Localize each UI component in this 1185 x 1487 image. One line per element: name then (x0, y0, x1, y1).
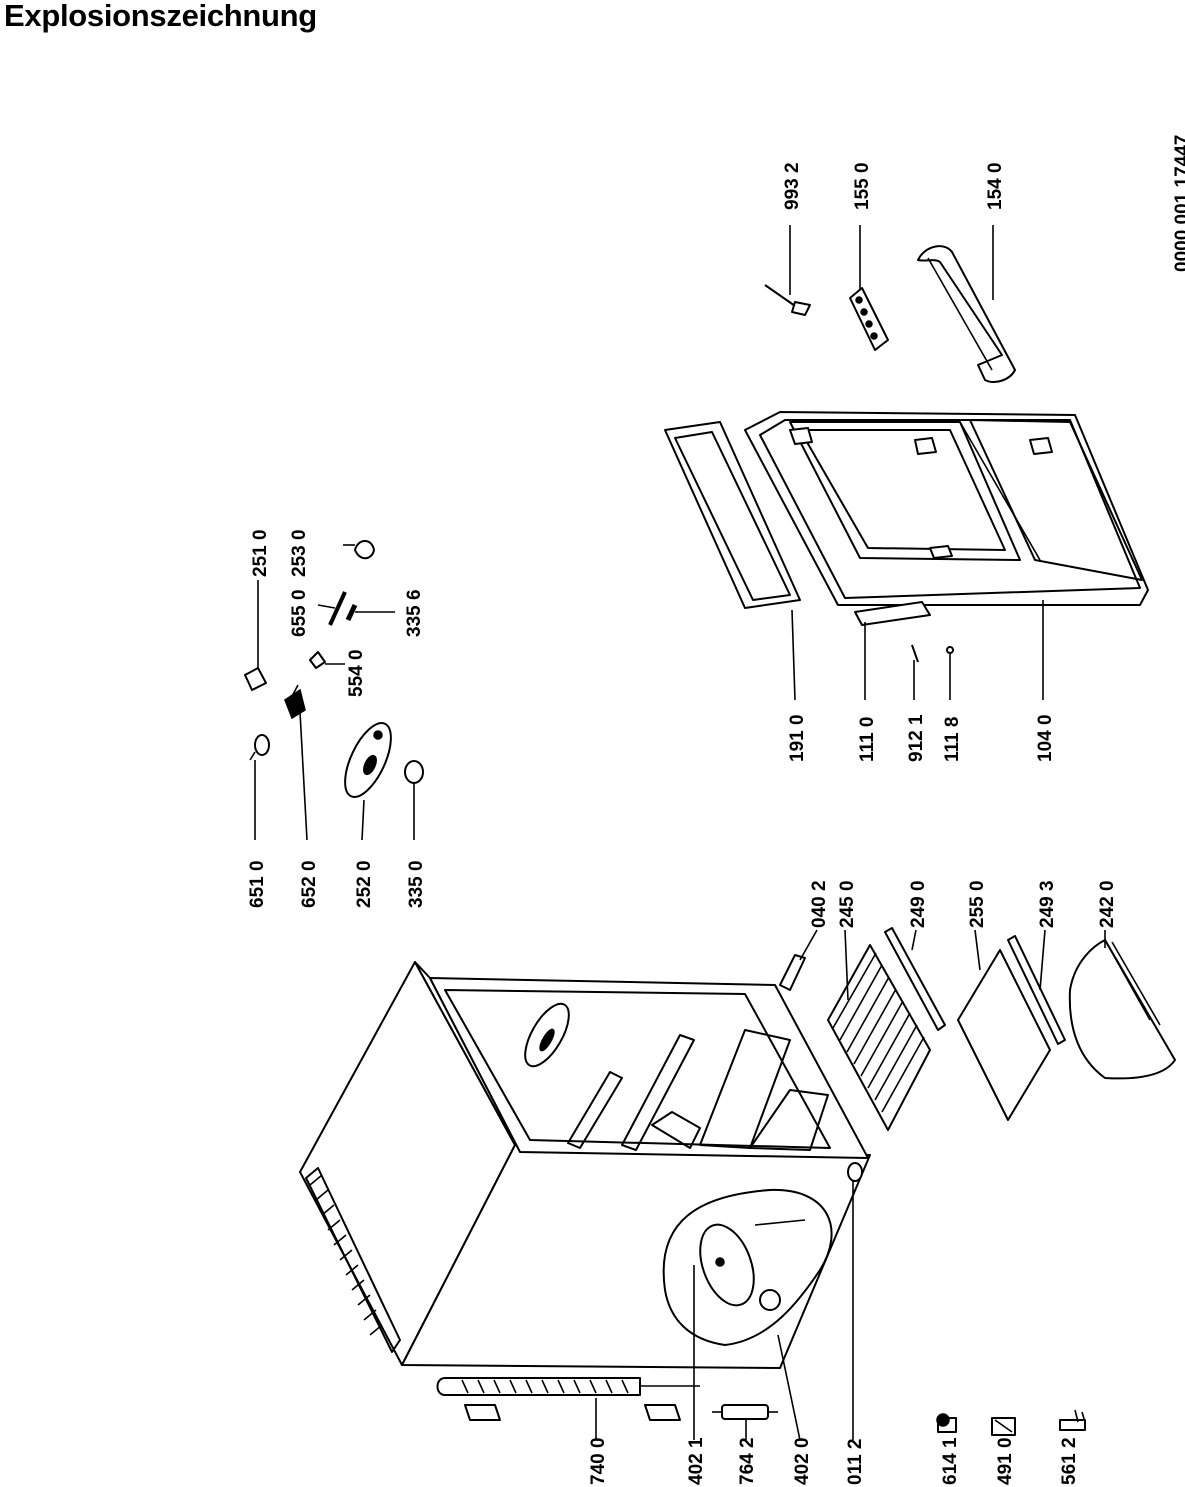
condenser (436, 1377, 700, 1421)
switch-554 (309, 651, 326, 669)
label-249-0: 249 0 (908, 880, 929, 928)
label-154-0: 154 0 (985, 162, 1006, 210)
crisper-drawer (1068, 939, 1176, 1080)
label-491-0: 491 0 (995, 1437, 1016, 1485)
label-104-0: 104 0 (1035, 714, 1056, 762)
door-panel (744, 411, 1149, 606)
label-011-2: 011 2 (845, 1439, 866, 1486)
leader-lines (254, 225, 1106, 1441)
filter-drier (712, 1404, 778, 1420)
label-335-6: 335 6 (404, 589, 425, 637)
lamp-651 (249, 734, 270, 761)
wire-shelf (827, 944, 931, 1131)
shelf-trim-249-0 (884, 927, 946, 1031)
label-251-0: 251 0 (250, 529, 271, 577)
label-253-0: 253 0 (289, 529, 310, 577)
label-335-0: 335 0 (406, 860, 427, 908)
label-191-0: 191 0 (787, 714, 808, 762)
label-912-1: 912 1 (906, 714, 927, 762)
label-652-0: 652 0 (299, 860, 320, 908)
label-402-0: 402 0 (792, 1437, 813, 1485)
screw-912 (911, 644, 919, 663)
label-740-0: 740 0 (588, 1437, 609, 1485)
screw-111-8 (946, 646, 954, 654)
thermostat-655 (328, 591, 347, 626)
door-gasket (664, 421, 801, 609)
label-655-0: 655 0 (289, 589, 310, 637)
cabinet-body (299, 961, 871, 1369)
knob-335-0 (404, 760, 424, 784)
label-111-8: 111 8 (942, 717, 963, 762)
label-614-1: 614 1 (940, 1437, 961, 1485)
label-242-0: 242 0 (1097, 880, 1118, 928)
glass-shelf (957, 949, 1051, 1121)
doc-number: 0000 001 17447 (1172, 135, 1185, 272)
hinge-040 (779, 954, 806, 991)
egg-tray (849, 287, 889, 351)
page-title: Explosionszeichnung (4, 0, 317, 33)
label-554-0: 554 0 (346, 649, 367, 697)
label-764-2: 764 2 (737, 1437, 758, 1485)
spacer-335-6 (345, 603, 358, 622)
handle-111 (854, 601, 931, 626)
label-561-2: 561 2 (1059, 1437, 1080, 1485)
knob-253 (354, 540, 375, 560)
lamp-cover-251 (244, 667, 267, 691)
label-155-0: 155 0 (852, 162, 873, 210)
scraper-993 (764, 284, 811, 316)
shelf-trim-249-3 (1007, 935, 1066, 1045)
relay-614 (936, 1413, 957, 1433)
label-245-0: 245 0 (837, 880, 858, 928)
label-255-0: 255 0 (967, 880, 988, 928)
label-651-0: 651 0 (247, 860, 268, 908)
lamp-socket-652 (284, 684, 306, 720)
label-402-1: 402 1 (686, 1437, 707, 1485)
label-993-2: 993 2 (782, 162, 803, 210)
label-040-2: 040 2 (809, 880, 830, 928)
label-111-0: 111 0 (857, 717, 878, 762)
cover-491 (991, 1417, 1016, 1436)
part-labels: 740 0 402 1 764 2 402 0 011 2 614 1 491 … (247, 162, 1118, 1485)
label-252-0: 252 0 (354, 860, 375, 908)
clip-561 (1059, 1409, 1086, 1431)
door-shelf-154 (917, 245, 1016, 383)
label-249-3: 249 3 (1037, 880, 1058, 928)
housing-252 (344, 722, 392, 798)
